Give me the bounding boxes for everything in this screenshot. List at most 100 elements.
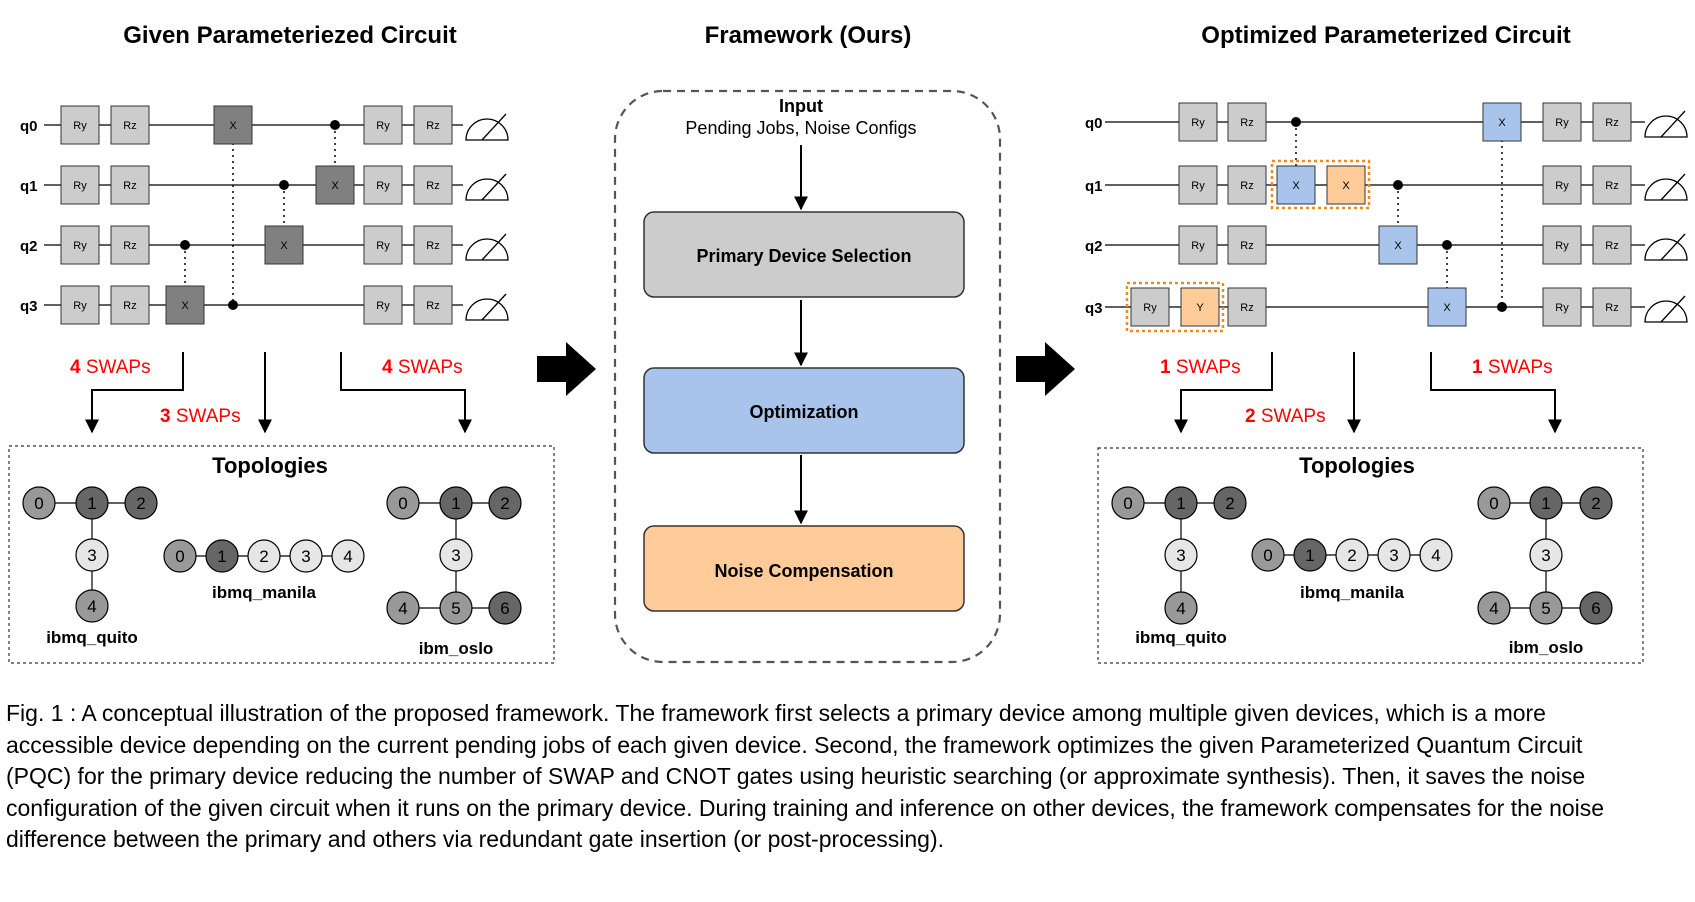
- x-gate: X: [1427, 287, 1467, 327]
- flow-arrow-icon: [1016, 342, 1075, 396]
- topology-node: 1: [1164, 486, 1198, 520]
- svg-text:Ry: Ry: [376, 120, 390, 132]
- step-optimization: Optimization: [643, 367, 965, 454]
- topology-node: 3: [1529, 538, 1563, 572]
- measurement-icon: [1644, 173, 1688, 201]
- svg-text:Rz: Rz: [426, 120, 439, 132]
- svg-text:1: 1: [217, 547, 226, 566]
- topology-node: 4: [1419, 538, 1453, 572]
- topology-node: 5: [1529, 591, 1563, 625]
- svg-text:Ry: Ry: [73, 240, 87, 252]
- swap-count-label: 1 SWAPs: [1472, 357, 1553, 378]
- svg-text:4: 4: [343, 547, 352, 566]
- topology-node: 1: [205, 539, 239, 573]
- rz-gate: Rz: [413, 225, 453, 265]
- device-name-oslo: ibm_oslo: [1509, 638, 1584, 657]
- x-gate: X: [1482, 102, 1522, 142]
- svg-text:Ry: Ry: [1555, 240, 1569, 252]
- svg-text:Rz: Rz: [1240, 180, 1253, 192]
- framework-figure: Given Parameteriezed Circuit Framework (…: [8, 22, 1688, 664]
- given-circuit: q0 q1 q2 q3 Ry Rz Ry Rz Ry Rz Ry Rz: [20, 105, 509, 434]
- swap-count-label: 1 SWAPs: [1160, 357, 1241, 378]
- svg-text:4: 4: [1431, 546, 1440, 565]
- svg-text:X: X: [229, 120, 237, 132]
- x-gate: X: [1326, 165, 1366, 205]
- ry-gate: Ry: [363, 105, 403, 145]
- svg-text:3: 3: [87, 546, 96, 565]
- x-gate: X: [315, 165, 355, 205]
- measurement-icon: [1644, 110, 1688, 138]
- topologies-title: Topologies: [212, 453, 328, 478]
- ry-gate: Ry: [363, 165, 403, 205]
- right-panel-title: Optimized Parameterized Circuit: [1201, 22, 1570, 49]
- inserted-gates-highlight: [1270, 159, 1371, 210]
- topology-node: 2: [1335, 538, 1369, 572]
- ry-gate: Ry: [60, 165, 100, 205]
- svg-text:Ry: Ry: [73, 120, 87, 132]
- svg-text:1: 1: [451, 494, 460, 513]
- ry-gate: Ry: [1542, 165, 1582, 205]
- qubit-label-q0: q0: [1085, 115, 1103, 132]
- inserted-gates-highlight: [1125, 281, 1225, 333]
- svg-text:Ry: Ry: [73, 180, 87, 192]
- svg-text:3: 3: [301, 547, 310, 566]
- rz-gate: Rz: [110, 165, 150, 205]
- control-dot: [180, 240, 190, 250]
- svg-text:Rz: Rz: [426, 300, 439, 312]
- svg-text:Rz: Rz: [123, 180, 136, 192]
- svg-text:X: X: [1394, 240, 1402, 252]
- ry-gate: Ry: [1542, 225, 1582, 265]
- svg-text:6: 6: [500, 599, 509, 618]
- svg-text:X: X: [1443, 302, 1451, 314]
- svg-text:X: X: [1292, 180, 1300, 192]
- svg-text:4: 4: [1489, 599, 1498, 618]
- svg-text:4: 4: [87, 597, 96, 616]
- topologies-panel-left: Topologies 0 1 2 3 4 0 1 2 3 4 0 1 2 3 4…: [8, 445, 555, 664]
- measurement-icon: [465, 233, 509, 261]
- svg-text:Optimization: Optimization: [750, 402, 859, 422]
- svg-text:Noise Compensation: Noise Compensation: [714, 561, 893, 581]
- ry-gate: Ry: [60, 285, 100, 325]
- swap-count-label: 4 SWAPs: [382, 357, 463, 378]
- svg-text:0: 0: [1123, 494, 1132, 513]
- device-name-quito: ibmq_quito: [46, 628, 138, 647]
- topology-node: 0: [1251, 538, 1285, 572]
- x-gate: X: [1276, 165, 1316, 205]
- svg-text:Primary Device Selection: Primary Device Selection: [696, 246, 911, 266]
- qubit-label-q3: q3: [1085, 300, 1103, 317]
- qubit-label-q2: q2: [20, 238, 38, 255]
- ry-gate: Ry: [1542, 287, 1582, 327]
- control-dot: [1442, 240, 1452, 250]
- topology-node: 2: [1579, 486, 1613, 520]
- svg-text:Rz: Rz: [1605, 180, 1618, 192]
- topology-node: 4: [331, 539, 365, 573]
- rz-gate: Rz: [1592, 165, 1632, 205]
- svg-text:Rz: Rz: [1240, 302, 1253, 314]
- topology-node: 4: [1477, 591, 1511, 625]
- svg-text:4: 4: [1176, 599, 1185, 618]
- svg-text:2: 2: [1347, 546, 1356, 565]
- topology-node: 2: [247, 539, 281, 573]
- topologies-panel-right: Topologies 0 1 2 3 4 0 1 2 3 4 0 1 2 3 4…: [1097, 447, 1644, 664]
- x-gate: X: [165, 285, 205, 325]
- ry-gate: Ry: [1130, 287, 1170, 327]
- step-noise-compensation: Noise Compensation: [643, 525, 965, 612]
- rz-gate: Rz: [110, 225, 150, 265]
- svg-text:Y: Y: [1196, 302, 1204, 314]
- rz-gate: Rz: [1592, 287, 1632, 327]
- svg-text:0: 0: [1489, 494, 1498, 513]
- ry-gate: Ry: [363, 285, 403, 325]
- svg-text:6: 6: [1591, 599, 1600, 618]
- svg-text:Rz: Rz: [123, 300, 136, 312]
- rz-gate: Rz: [110, 285, 150, 325]
- svg-text:X: X: [331, 180, 339, 192]
- rz-gate: Rz: [413, 285, 453, 325]
- rz-gate: Rz: [1592, 225, 1632, 265]
- rz-gate: Rz: [413, 105, 453, 145]
- x-gate: X: [264, 225, 304, 265]
- svg-text:Rz: Rz: [123, 240, 136, 252]
- svg-text:0: 0: [34, 494, 43, 513]
- topology-node: 3: [1377, 538, 1411, 572]
- qubit-label-q1: q1: [1085, 178, 1103, 195]
- topology-node: 1: [1293, 538, 1327, 572]
